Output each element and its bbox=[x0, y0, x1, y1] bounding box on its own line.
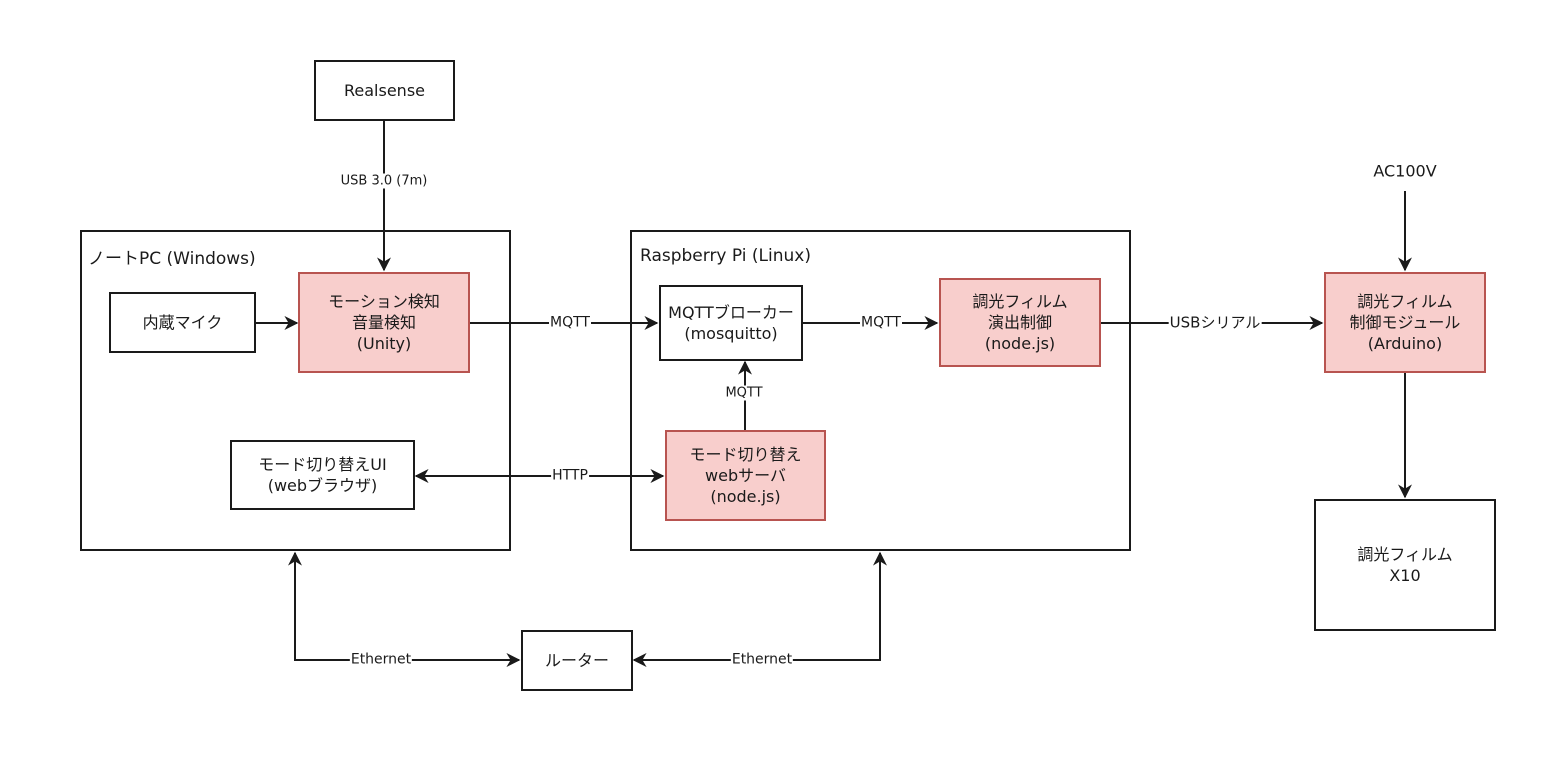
raspberry-container bbox=[630, 230, 1131, 551]
edge-label-mqtt-motion-broker: MQTT bbox=[549, 314, 591, 331]
edge-ethernet-right bbox=[632, 551, 887, 667]
motion-detection-node[interactable]: モーション検知 音量検知 (Unity) bbox=[298, 272, 470, 373]
realsense-node[interactable]: Realsense bbox=[314, 60, 455, 121]
film-module-node[interactable]: 調光フィルム 制御モジュール (Arduino) bbox=[1324, 272, 1486, 373]
edge-label-mqtt-web-broker: MQTT bbox=[724, 385, 764, 401]
mode-switch-webserver-node[interactable]: モード切り替え webサーバ (node.js) bbox=[665, 430, 826, 521]
edge-label-usb3: USB 3.0 (7m) bbox=[339, 173, 429, 189]
edge-label-ethernet-right: Ethernet bbox=[730, 651, 794, 668]
film-control-node[interactable]: 調光フィルム 演出制御 (node.js) bbox=[939, 278, 1101, 367]
edge-ethernet-left bbox=[288, 551, 521, 667]
power-source-label: AC100V bbox=[1373, 161, 1437, 181]
mqtt-broker-node[interactable]: MQTTブローカー (mosquitto) bbox=[659, 285, 803, 361]
edge-label-mqtt-broker-ctrl: MQTT bbox=[860, 314, 902, 331]
edge-label-ethernet-left: Ethernet bbox=[349, 651, 413, 668]
router-node[interactable]: ルーター bbox=[521, 630, 633, 691]
mode-switch-ui-node[interactable]: モード切り替えUI (webブラウザ) bbox=[230, 440, 415, 510]
edge-label-http: HTTP bbox=[551, 467, 589, 484]
raspberry-container-title: Raspberry Pi (Linux) bbox=[640, 246, 811, 266]
laptop-container-title: ノートPC (Windows) bbox=[88, 249, 256, 269]
dimming-film-node[interactable]: 調光フィルム X10 bbox=[1314, 499, 1496, 631]
laptop-container bbox=[80, 230, 511, 551]
mic-node[interactable]: 内蔵マイク bbox=[109, 292, 256, 353]
edge-label-usb-serial: USBシリアル bbox=[1168, 313, 1262, 332]
